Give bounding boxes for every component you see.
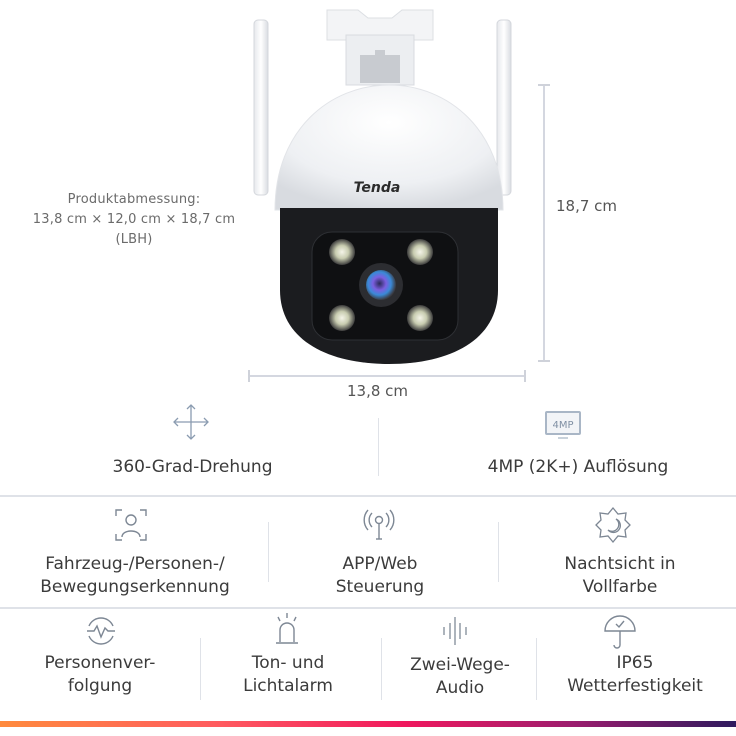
row1-divider <box>378 418 379 476</box>
feature-app-control-line2: Steuerung <box>335 577 425 597</box>
feature-two-way-audio-line2: Audio <box>435 678 485 698</box>
feature-tracking-line2: folgung <box>67 676 133 696</box>
feature-ip65: IP65 Wetterfestigkeit <box>545 652 725 698</box>
brand-gradient-bar <box>0 721 736 727</box>
feature-tracking: Personenver- folgung <box>15 652 185 698</box>
feature-alarm-line1: Ton- und <box>251 653 325 673</box>
dimensions-value: 13,8 cm × 12,0 cm × 18,7 cm <box>32 212 236 227</box>
feature-tracking-line1: Personenver- <box>44 653 156 673</box>
feature-app-control: APP/Web Steuerung <box>290 553 470 599</box>
feature-alarm: Ton- und Lichtalarm <box>208 652 368 698</box>
width-line-right-cap <box>524 370 526 382</box>
feature-detection-line2: Bewegungserkennung <box>40 577 230 597</box>
tracking-pulse-icon <box>84 614 118 652</box>
feature-two-way-audio: Zwei-Wege- Audio <box>385 654 535 700</box>
feature-4mp-resolution: 4MP (2K+) Auflösung <box>487 457 669 477</box>
row2-divider-2 <box>498 522 499 582</box>
row3-divider-3 <box>536 638 537 700</box>
width-label: 13,8 cm <box>347 382 409 400</box>
height-line-top-cap <box>538 84 550 86</box>
height-line-bottom-cap <box>538 360 550 362</box>
four-way-arrows-icon <box>170 402 212 446</box>
feature-alarm-line2: Lichtalarm <box>243 676 333 696</box>
row3-divider-1 <box>200 638 201 700</box>
height-label: 18,7 cm <box>556 197 618 215</box>
feature-ip65-line1: IP65 <box>616 653 654 673</box>
section-divider-2 <box>0 607 736 609</box>
alarm-light-icon <box>270 612 304 652</box>
feature-360-rotation: 360-Grad-Drehung <box>112 457 273 477</box>
feature-night-vision: Nachtsicht in Vollfarbe <box>520 553 720 599</box>
feature-app-control-line1: APP/Web <box>342 554 418 574</box>
umbrella-icon <box>602 613 638 655</box>
feature-two-way-audio-line1: Zwei-Wege- <box>410 655 510 675</box>
feature-ip65-line2: Wetterfestigkeit <box>567 676 703 696</box>
row2-divider-1 <box>268 522 269 582</box>
feature-night-vision-line2: Vollfarbe <box>582 577 658 597</box>
feature-night-vision-line1: Nachtsicht in <box>564 554 676 574</box>
night-moon-icon <box>593 505 633 549</box>
row3-divider-2 <box>381 638 382 700</box>
section-divider-1 <box>0 495 736 497</box>
feature-detection-line1: Fahrzeug-/Personen-/ <box>45 554 225 574</box>
brand-logo: Tenda <box>354 180 401 196</box>
antenna-signal-icon <box>361 505 397 549</box>
dimensions-description: Produktabmessung: 13,8 cm × 12,0 cm × 18… <box>18 190 250 250</box>
audio-wave-icon <box>440 614 470 652</box>
camera-product-image: Tenda <box>250 0 530 370</box>
width-line-left-cap <box>248 370 250 382</box>
width-dimension-line <box>248 375 526 377</box>
monitor-icon-text: 4MP <box>552 420 573 431</box>
dimensions-note: (LBH) <box>115 232 153 247</box>
camera-illustration: Tenda <box>253 9 512 364</box>
dimensions-label: Produktabmessung: <box>67 192 201 207</box>
feature-detection: Fahrzeug-/Personen-/ Bewegungserkennung <box>10 553 260 599</box>
monitor-4mp-icon: 4MP <box>544 410 584 446</box>
height-dimension-line <box>543 84 545 362</box>
person-detection-icon <box>113 507 149 547</box>
